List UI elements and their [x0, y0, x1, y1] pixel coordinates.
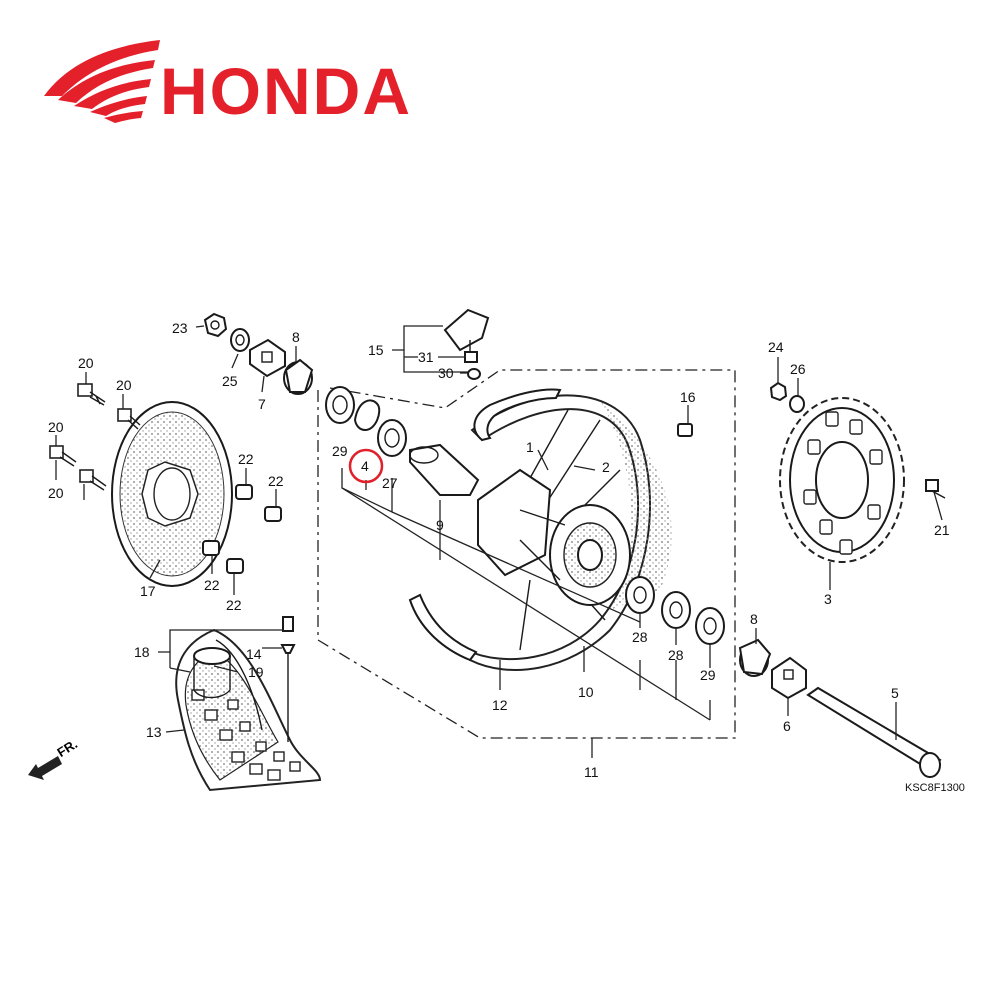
honda-logo: HONDA — [44, 40, 412, 128]
callout-22-b: 22 — [268, 473, 284, 489]
callout-31: 31 — [418, 349, 434, 365]
callout-18: 18 — [134, 644, 150, 660]
callout-6: 6 — [783, 718, 791, 734]
diagram-code: KSC8F1300 — [905, 782, 965, 794]
callout-8-right: 8 — [750, 611, 758, 627]
right-axle-parts — [738, 638, 942, 778]
callout-8-left: 8 — [292, 329, 300, 345]
hub — [477, 468, 631, 606]
callout-28-a: 28 — [632, 629, 648, 645]
callout-29-left: 29 — [332, 443, 348, 459]
callout-7: 7 — [258, 396, 266, 412]
callout-1: 1 — [526, 439, 534, 455]
callout-16: 16 — [680, 389, 696, 405]
callout-5: 5 — [891, 685, 899, 701]
callout-22-c: 22 — [204, 577, 220, 593]
callout-11: 11 — [584, 764, 599, 780]
disc-bolts — [49, 383, 141, 491]
left-axle-parts — [203, 312, 314, 395]
callout-19: 19 — [248, 664, 264, 680]
callout-14: 14 — [246, 646, 262, 662]
front-arrow-icon — [28, 756, 62, 780]
sprocket-hardware — [769, 381, 946, 499]
sprocket — [779, 397, 905, 563]
callout-29-right: 29 — [700, 667, 716, 683]
callout-20-b: 20 — [116, 377, 132, 393]
callout-27: 27 — [382, 475, 398, 491]
disc-nuts — [202, 484, 282, 574]
valve — [280, 616, 296, 742]
callout-25: 25 — [222, 373, 238, 389]
callout-28-b: 28 — [668, 647, 684, 663]
callout-17: 17 — [140, 583, 156, 599]
callout-30: 30 — [438, 365, 454, 381]
brake-disc — [111, 401, 233, 587]
callout-15: 15 — [368, 342, 384, 358]
callout-22-d: 22 — [226, 597, 242, 613]
callout-26: 26 — [790, 361, 806, 377]
wing-logo-icon — [44, 40, 160, 123]
tire-and-tube — [175, 616, 322, 792]
callout-2: 2 — [602, 459, 610, 475]
callout-20-d: 20 — [48, 485, 64, 501]
highlight-circle — [348, 448, 384, 484]
brand-name: HONDA — [160, 54, 412, 128]
callout-10: 10 — [578, 684, 594, 700]
callout-22-a: 22 — [238, 451, 254, 467]
callout-labels: 23 25 7 8 20 20 20 20 22 22 22 22 17 18 … — [48, 320, 950, 780]
callout-21: 21 — [934, 522, 950, 538]
callout-4: 4 — [361, 458, 369, 474]
callout-24: 24 — [768, 339, 784, 355]
callout-9: 9 — [436, 517, 444, 533]
callout-20-a: 20 — [78, 355, 94, 371]
wheel-assembly-box — [317, 369, 736, 739]
callout-13: 13 — [146, 724, 162, 740]
callout-12: 12 — [492, 697, 508, 713]
callout-20-c: 20 — [48, 419, 64, 435]
callout-23: 23 — [172, 320, 188, 336]
spoke-nipple-part — [677, 423, 693, 437]
front-direction-indicator: FR. — [28, 736, 80, 780]
rear-wheel — [408, 388, 672, 671]
left-hub-internals — [325, 386, 480, 496]
callout-3: 3 — [824, 591, 832, 607]
